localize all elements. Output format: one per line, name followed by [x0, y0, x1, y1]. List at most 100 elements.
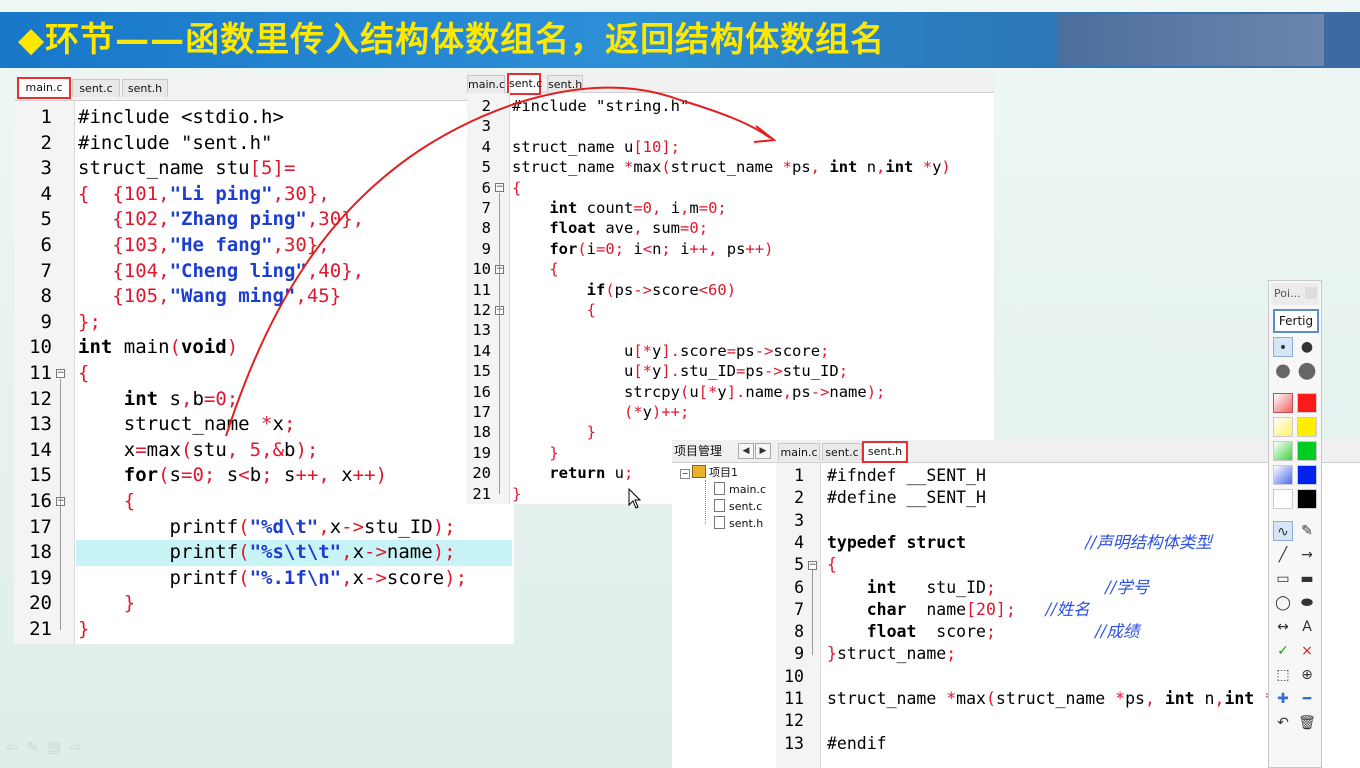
code-line[interactable]: {	[827, 554, 837, 576]
code-line[interactable]: #include <stdio.h>	[78, 105, 284, 131]
undo-icon[interactable]: ↶	[1277, 715, 1289, 731]
tab-sent-c[interactable]: sent.c	[507, 73, 542, 95]
done-button[interactable]: Fertig	[1273, 309, 1319, 333]
code-line[interactable]: char name[20]; //姓名	[827, 599, 1090, 621]
tab-main-c[interactable]: main.c	[467, 75, 505, 93]
filled-rectangle-icon[interactable]: ▬	[1300, 571, 1314, 587]
code-line[interactable]: printf("%.1f\n",x->score);	[78, 566, 468, 592]
color-swatch[interactable]	[1273, 465, 1293, 485]
code-line[interactable]: };	[78, 310, 101, 336]
minus-icon[interactable]: ━	[1302, 691, 1312, 707]
code-line[interactable]: for(i=0; i<n; i++, ps++)	[512, 239, 773, 259]
code-line[interactable]: {	[78, 489, 135, 515]
double-arrow-icon[interactable]: ↔	[1277, 619, 1289, 635]
code-line[interactable]: }struct_name;	[827, 643, 956, 665]
tab-main-c[interactable]: main.c	[778, 443, 820, 461]
code-line[interactable]: {104,"Cheng ling",40},	[78, 259, 364, 285]
select-icon[interactable]: ⬚	[1276, 667, 1290, 683]
color-swatch[interactable]	[1297, 441, 1317, 461]
code-line[interactable]: }	[512, 422, 596, 442]
text-icon[interactable]: A	[1302, 619, 1312, 635]
color-swatch[interactable]	[1273, 417, 1293, 437]
check-icon[interactable]: ✓	[1277, 643, 1289, 659]
rectangle-icon[interactable]: ▭	[1276, 571, 1290, 587]
tree-scroll-right-icon[interactable]: ▶	[755, 443, 771, 459]
code-line[interactable]: {105,"Wang ming",45}	[78, 284, 341, 310]
code-line[interactable]: printf("%d\t",x->stu_ID);	[78, 515, 456, 541]
tree-project-node[interactable]: −项目1	[680, 464, 738, 480]
tree-file-sent-h[interactable]: sent.h	[714, 516, 763, 530]
code-line[interactable]: struct_name *x;	[78, 412, 296, 438]
back-arrow-icon[interactable]: ⇦	[6, 738, 27, 756]
code-line[interactable]: u[*y].stu_ID=ps->stu_ID;	[512, 361, 848, 381]
code-line[interactable]: #include "string.h"	[512, 96, 689, 116]
tree-scroll-left-icon[interactable]: ◀	[738, 443, 754, 459]
code-line[interactable]: x=max(stu, 5,&b);	[78, 438, 319, 464]
cross-icon[interactable]: ×	[1301, 643, 1313, 659]
small-dot-icon[interactable]: •	[1273, 337, 1293, 357]
color-swatch[interactable]	[1273, 489, 1293, 509]
code-line[interactable]: }	[78, 617, 89, 643]
filled-ellipse-icon[interactable]: ⬬	[1301, 595, 1313, 611]
code-line[interactable]: u[*y].score=ps->score;	[512, 341, 829, 361]
tab-sent-c[interactable]: sent.c	[822, 443, 862, 461]
eraser-icon[interactable]: ✎	[1301, 523, 1313, 539]
collapse-icon[interactable]: −	[680, 469, 690, 479]
code-line[interactable]: struct_name stu[5]=	[78, 156, 295, 182]
color-swatch[interactable]	[1297, 417, 1317, 437]
project-manager-tab[interactable]: 项目管理	[674, 444, 723, 458]
code-line[interactable]: }	[78, 591, 135, 617]
code-line[interactable]: #define __SENT_H	[827, 487, 986, 509]
tab-sent-h[interactable]: sent.h	[862, 441, 908, 463]
code-line[interactable]: return u;	[512, 463, 633, 483]
code-line[interactable]: {	[512, 178, 521, 198]
code-line[interactable]: for(s=0; s<b; s++, x++)	[78, 463, 387, 489]
trash-icon[interactable]: 🗑	[1298, 715, 1316, 731]
code-line[interactable]: float ave, sum=0;	[512, 218, 708, 238]
code-line[interactable]: #ifndef __SENT_H	[827, 465, 986, 487]
line-icon[interactable]: ╱	[1278, 547, 1288, 563]
ellipse-icon[interactable]: ◯	[1275, 595, 1291, 611]
arrow-icon[interactable]: →	[1301, 547, 1313, 563]
toolbox-close-icon[interactable]	[1305, 287, 1317, 299]
code-line[interactable]: printf("%s\t\t",x->name);	[78, 540, 456, 566]
code-line[interactable]: int stu_ID; //学号	[827, 577, 1150, 599]
code-line[interactable]: int main(void)	[78, 335, 238, 361]
code-line[interactable]: int count=0, i,m=0;	[512, 198, 726, 218]
fold-toggle-icon[interactable]: −	[495, 182, 504, 193]
plus-icon[interactable]: ✚	[1277, 691, 1289, 707]
color-swatch[interactable]	[1297, 465, 1317, 485]
pen-icon[interactable]: ✎	[26, 738, 48, 756]
menu-icon[interactable]: ▤	[47, 738, 70, 756]
code-line[interactable]: (*y)++;	[512, 402, 689, 422]
fold-toggle-icon[interactable]: −	[808, 559, 817, 570]
code-line[interactable]: {	[78, 361, 89, 387]
tab-sent-c[interactable]: sent.c	[72, 79, 120, 97]
code-line[interactable]: {102,"Zhang ping",30},	[78, 207, 364, 233]
large-dot-icon[interactable]: ●	[1275, 360, 1291, 381]
freehand-icon[interactable]: ∿	[1273, 521, 1293, 541]
xlarge-dot-icon[interactable]: ●	[1297, 358, 1317, 383]
color-swatch[interactable]	[1297, 393, 1317, 413]
code-line[interactable]: { {101,"Li ping",30},	[78, 182, 330, 208]
forward-arrow-icon[interactable]: ⇨	[69, 738, 90, 756]
code-line[interactable]: {	[512, 300, 596, 320]
tree-file-main-c[interactable]: main.c	[714, 482, 766, 496]
code-line[interactable]: int s,b=0;	[78, 387, 238, 413]
tab-main-c[interactable]: main.c	[17, 77, 71, 99]
code-line[interactable]: struct_name *max(struct_name *ps, int n,…	[512, 157, 951, 177]
color-swatch[interactable]	[1297, 489, 1317, 509]
code-line[interactable]: float score; //成绩	[827, 621, 1140, 643]
color-swatch[interactable]	[1273, 393, 1293, 413]
code-line[interactable]: #endif	[827, 733, 887, 755]
zoom-icon[interactable]: ⊕	[1301, 667, 1313, 683]
tab-sent-h[interactable]: sent.h	[547, 75, 583, 93]
code-line[interactable]: }	[512, 484, 521, 504]
code-line[interactable]: }	[512, 443, 558, 463]
fold-toggle-icon[interactable]: −	[56, 368, 65, 379]
code-line[interactable]: typedef struct //声明结构体类型	[827, 532, 1212, 554]
code-line[interactable]: #include "sent.h"	[78, 131, 272, 157]
tab-sent-h[interactable]: sent.h	[122, 79, 168, 97]
medium-dot-icon[interactable]: ●	[1300, 339, 1314, 355]
code-line[interactable]: strcpy(u[*y].name,ps->name);	[512, 382, 885, 402]
